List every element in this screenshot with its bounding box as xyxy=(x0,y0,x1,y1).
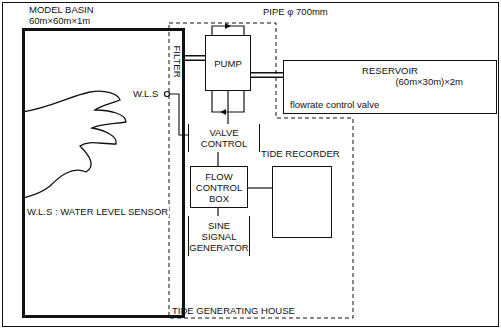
node-label: TIDE GENERATING HOUSE xyxy=(172,305,295,316)
loop-arrow xyxy=(220,109,226,115)
pump-box: PUMP xyxy=(205,35,251,91)
annotation-label: PIPE φ 700mm xyxy=(262,6,329,17)
control-box: VALVE CONTROL xyxy=(188,124,260,152)
pipe-bore xyxy=(185,57,205,60)
node-label: TIDE RECORDER xyxy=(261,148,340,159)
model-basin: MODEL BASIN 60m×60m×1m xyxy=(22,28,185,318)
sensor-wire xyxy=(170,94,188,135)
signal-line xyxy=(227,91,228,124)
node-label: VALVE CONTROL xyxy=(193,127,255,149)
coastline xyxy=(22,91,126,198)
signal-line xyxy=(248,187,272,188)
annotation-label: FILTER xyxy=(172,45,183,79)
recorder-box: TIDE RECORDER xyxy=(272,166,332,238)
node-label: RESERVOIR xyxy=(362,65,418,76)
pipe xyxy=(251,72,283,78)
frame xyxy=(3,3,499,327)
pipe-bore xyxy=(251,74,283,77)
loop-arrow xyxy=(225,23,231,29)
control-box: FLOW CONTROL BOX xyxy=(190,166,248,208)
pipe xyxy=(185,55,205,61)
node-label: PUMP xyxy=(214,58,241,69)
signal-line xyxy=(217,208,218,216)
signal-line xyxy=(217,152,218,166)
node-subtext: (60m×30m)×2m xyxy=(395,76,493,87)
node-label: SINE SIGNAL GENERATOR xyxy=(189,220,248,253)
annotation-label: flowrate control valve xyxy=(289,99,380,110)
node-label: MODEL BASIN 60m×60m×1m xyxy=(29,4,103,26)
annotation-label: W.L.S xyxy=(132,88,159,99)
generator-box: SINE SIGNAL GENERATOR xyxy=(188,216,250,256)
annotation-label: W.L.S : WATER LEVEL SENSOR xyxy=(26,206,169,217)
node-label: FLOW CONTROL BOX xyxy=(194,171,244,204)
